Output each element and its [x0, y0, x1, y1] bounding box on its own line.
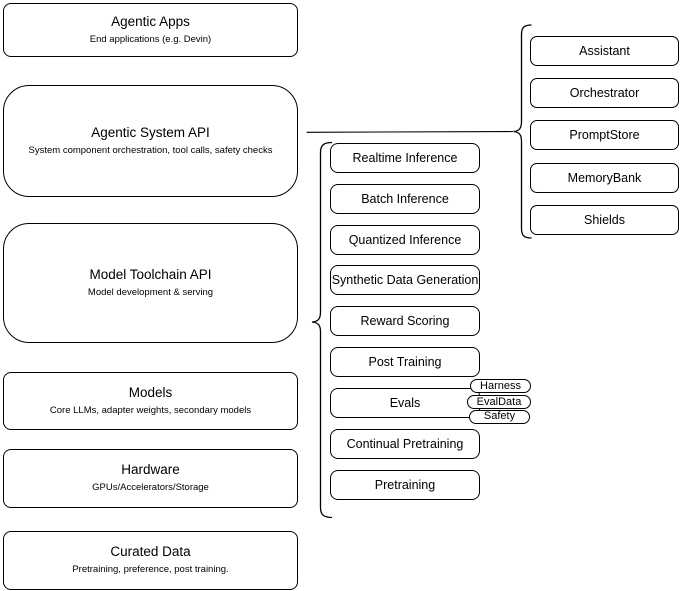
node-quantized-inference[interactable]: Quantized Inference [330, 225, 480, 255]
node-assistant[interactable]: Assistant [530, 36, 679, 66]
node-label: PromptStore [569, 128, 640, 142]
node-post-training[interactable]: Post Training [330, 347, 480, 377]
node-label: Harness [480, 379, 521, 392]
node-evals[interactable]: Evals [330, 388, 480, 418]
node-synthetic-data-generation[interactable]: Synthetic Data Generation [330, 265, 480, 295]
node-batch-inference[interactable]: Batch Inference [330, 184, 480, 214]
node-shields[interactable]: Shields [530, 205, 679, 235]
node-subtitle: System component orchestration, tool cal… [28, 144, 273, 156]
node-label: Assistant [579, 44, 630, 58]
node-label: Synthetic Data Generation [331, 273, 479, 287]
node-eval-safety[interactable]: Safety [469, 409, 530, 424]
node-promptstore[interactable]: PromptStore [530, 120, 679, 150]
edge-system-api-to-components [306, 130, 514, 133]
node-label: Realtime Inference [352, 151, 458, 165]
node-eval-evaldata[interactable]: EvalData [467, 395, 531, 409]
node-label: Shields [584, 213, 625, 227]
node-curated-data[interactable]: Curated Data Pretraining, preference, po… [3, 531, 298, 590]
node-subtitle: Model development & serving [87, 286, 214, 298]
node-label: MemoryBank [567, 171, 642, 185]
node-label: Post Training [368, 355, 442, 369]
node-title: Hardware [121, 462, 180, 478]
node-title: Agentic Apps [111, 13, 190, 29]
node-hardware[interactable]: Hardware GPUs/Accelerators/Storage [3, 449, 298, 508]
node-label: EvalData [476, 395, 522, 408]
node-orchestrator[interactable]: Orchestrator [530, 78, 679, 108]
node-label: Continual Pretraining [346, 437, 464, 451]
node-label: Batch Inference [361, 192, 449, 206]
node-realtime-inference[interactable]: Realtime Inference [330, 143, 480, 173]
node-subtitle: GPUs/Accelerators/Storage [92, 482, 209, 494]
node-agentic-apps[interactable]: Agentic Apps End applications (e.g. Devi… [3, 3, 298, 57]
node-eval-harness[interactable]: Harness [470, 379, 531, 393]
node-continual-pretraining[interactable]: Continual Pretraining [330, 429, 480, 459]
node-subtitle: End applications (e.g. Devin) [89, 33, 212, 45]
node-agentic-system-api[interactable]: Agentic System API System component orch… [3, 85, 298, 197]
node-label: Safety [483, 410, 516, 422]
brace-system-components [513, 24, 532, 239]
node-label: Pretraining [374, 478, 436, 492]
brace-toolchain-services [311, 141, 333, 519]
node-label: Quantized Inference [348, 233, 462, 247]
node-title: Models [128, 384, 173, 400]
node-pretraining[interactable]: Pretraining [330, 470, 480, 500]
node-title: Curated Data [110, 544, 191, 560]
node-title: Agentic System API [91, 124, 210, 140]
node-label: Orchestrator [569, 86, 640, 100]
node-subtitle: Pretraining, preference, post training. [72, 564, 229, 576]
node-memorybank[interactable]: MemoryBank [530, 163, 679, 193]
node-model-toolchain-api[interactable]: Model Toolchain API Model development & … [3, 223, 298, 343]
node-reward-scoring[interactable]: Reward Scoring [330, 306, 480, 336]
node-label: Evals [389, 396, 421, 410]
node-subtitle: Core LLMs, adapter weights, secondary mo… [49, 404, 252, 416]
node-label: Reward Scoring [360, 314, 450, 328]
node-title: Model Toolchain API [89, 266, 212, 282]
node-models[interactable]: Models Core LLMs, adapter weights, secon… [3, 372, 298, 430]
